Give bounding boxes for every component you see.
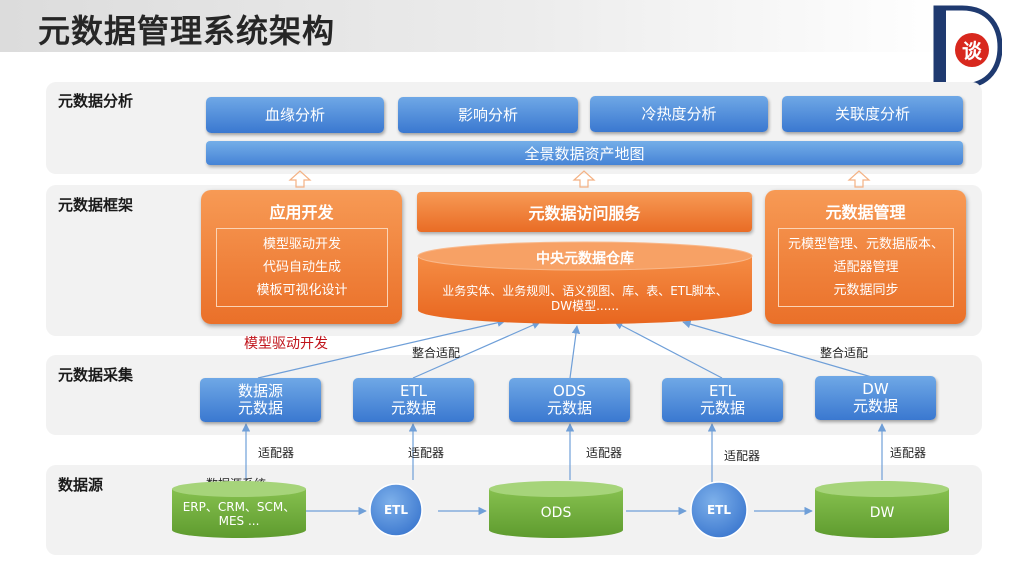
integrate-label-left: 整合适配 — [412, 346, 461, 360]
ods-label: ODS — [540, 505, 572, 521]
collect-source-meta[interactable]: 数据源 元数据 — [200, 378, 321, 422]
source-db-line: ERP、CRM、SCM、 — [182, 500, 296, 514]
repository-text-line: 业务实体、业务规则、语义视图、库、表、ETL脚本、 — [442, 284, 728, 298]
management-list: 元模型管理、元数据版本、 适配器管理 元数据同步 — [778, 228, 954, 307]
analysis-impact[interactable]: 影响分析 — [398, 97, 578, 133]
source-db-text: ERP、CRM、SCM、 MES ... — [172, 500, 306, 528]
analysis-relevance[interactable]: 关联度分析 — [782, 96, 963, 132]
panel-management[interactable]: 元数据管理 — [765, 190, 966, 324]
adapter-label-2: 适配器 — [408, 446, 445, 460]
arrow-dw-meta — [682, 320, 876, 379]
analysis-lineage[interactable]: 血缘分析 — [206, 97, 384, 133]
etl-1-label: ETL — [383, 503, 409, 517]
logo-char: 谈 — [962, 39, 983, 63]
collect-line: 元数据 — [546, 399, 592, 417]
adapter-label-4: 适配器 — [724, 449, 761, 463]
management-item: 适配器管理 — [833, 260, 899, 275]
arrow-src-meta — [257, 318, 506, 379]
dw-label: DW — [869, 505, 895, 521]
collect-line: ODS — [553, 382, 586, 400]
collect-etl2-meta[interactable]: ETL 元数据 — [662, 378, 783, 422]
repository-text-line: DW模型...... — [551, 299, 619, 313]
asset-map-bar[interactable]: 全景数据资产地图 — [206, 141, 963, 165]
layer-label-framework: 元数据框架 — [58, 196, 134, 214]
arrow-etl2-meta — [614, 321, 723, 379]
etl-2-label: ETL — [706, 503, 732, 517]
app-dev-title: 应用开发 — [269, 203, 334, 222]
layer-label-analysis: 元数据分析 — [58, 92, 134, 110]
collect-ods-meta[interactable]: ODS 元数据 — [509, 378, 630, 422]
analysis-heat[interactable]: 冷热度分析 — [590, 96, 768, 132]
integrate-label-right: 整合适配 — [820, 346, 869, 360]
adapter-label-3: 适配器 — [586, 446, 623, 460]
model-driven-label: 模型驱动开发 — [244, 336, 328, 352]
etl-circle-2 — [690, 481, 748, 539]
collect-line: 元数据 — [237, 399, 283, 417]
repository-text: 业务实体、业务规则、语义视图、库、表、ETL脚本、 DW模型...... — [414, 284, 756, 314]
access-service[interactable]: 元数据访问服务 — [417, 192, 752, 232]
collect-line: 元数据 — [852, 397, 898, 415]
ods-cylinder — [489, 481, 623, 538]
collect-etl1-meta[interactable]: ETL 元数据 — [353, 378, 474, 422]
collect-line: ETL — [709, 382, 736, 400]
collect-line: ETL — [400, 382, 427, 400]
up-arrow-3 — [847, 170, 871, 188]
dw-cylinder — [815, 481, 949, 538]
up-arrow-2 — [572, 170, 596, 188]
app-dev-item: 模型驱动开发 — [262, 237, 341, 252]
collect-line: 元数据 — [699, 399, 745, 417]
collect-line: DW — [862, 380, 889, 398]
source-db-cylinder — [172, 481, 306, 538]
management-title: 元数据管理 — [825, 203, 906, 222]
adapter-label-1: 适配器 — [258, 446, 295, 460]
collect-line: 元数据 — [390, 399, 436, 417]
central-repository-cylinder[interactable] — [414, 240, 756, 326]
arrow-ods-meta — [569, 325, 581, 379]
panel-app-dev[interactable]: 应用开发 — [201, 190, 402, 324]
title-bar — [0, 0, 950, 52]
layer-label-collection: 元数据采集 — [58, 366, 134, 384]
app-dev-item: 代码自动生成 — [262, 260, 341, 275]
app-dev-list: 模型驱动开发 代码自动生成 模板可视化设计 — [216, 228, 388, 307]
adapter-label-5: 适配器 — [890, 446, 927, 460]
source-db-line: MES ... — [218, 514, 260, 528]
app-dev-item: 模板可视化设计 — [256, 283, 348, 298]
repository-title: 中央元数据仓库 — [536, 251, 634, 267]
page-title: 元数据管理系统架构 — [38, 12, 336, 50]
arrow-etl1-meta — [412, 321, 541, 379]
etl-circle-1 — [369, 483, 423, 537]
layer-label-sources: 数据源 — [58, 476, 104, 494]
collect-dw-meta[interactable]: DW 元数据 — [815, 376, 936, 420]
management-item: 元模型管理、元数据版本、 — [787, 237, 944, 252]
up-arrow-1 — [288, 170, 312, 188]
collect-line: 数据源 — [237, 382, 283, 400]
up-arrows — [288, 170, 871, 188]
management-item: 元数据同步 — [833, 283, 899, 298]
